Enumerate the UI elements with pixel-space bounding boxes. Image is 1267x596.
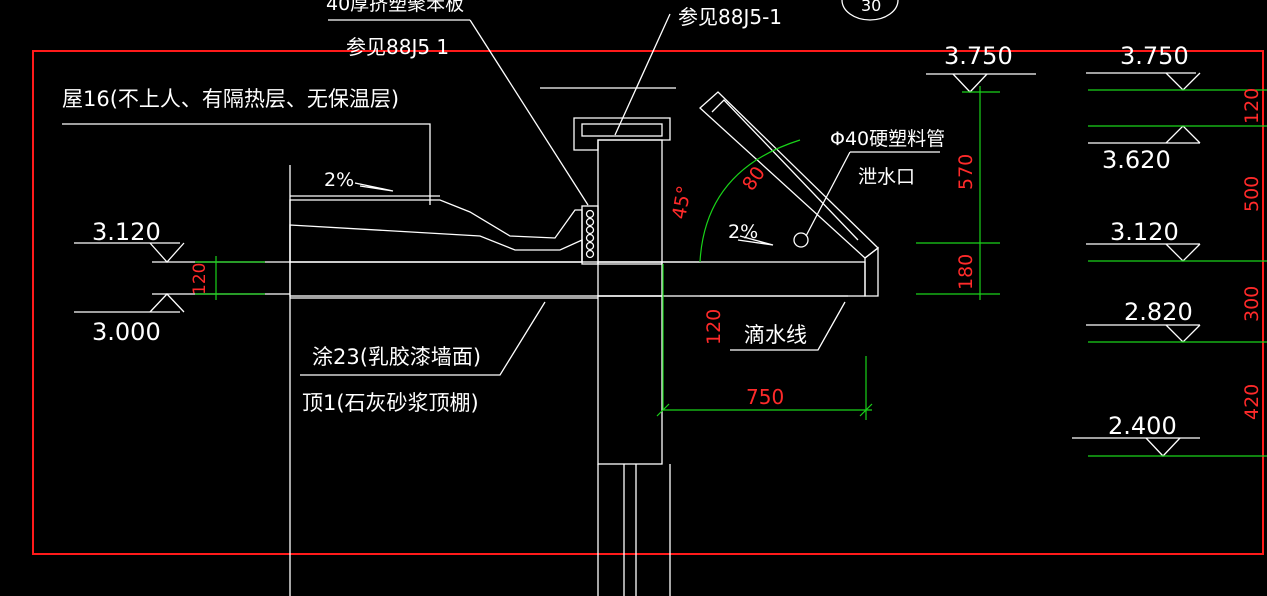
overflow-text: 泄水口 (858, 166, 915, 188)
roof-slab (289, 261, 866, 297)
dim-right-300: 300 (1241, 286, 1263, 322)
elev-right-1: 3.750 (1120, 42, 1189, 70)
elev-right-3: 3.120 (1110, 218, 1179, 246)
dim-right-500: 500 (1241, 176, 1263, 212)
dim-beam-depth: 120 (703, 309, 725, 345)
dim-570: 570 (955, 154, 977, 190)
roof-leader (62, 123, 431, 205)
pipe-circle (793, 232, 809, 248)
top-ref-text: 参见88J5-1 (678, 5, 782, 29)
elev-right-4-marker (1165, 324, 1201, 343)
slope-right-text: 2% (728, 221, 758, 243)
elev-right-5-marker (1145, 437, 1181, 457)
parapet-wall (597, 139, 663, 265)
leader-insul (469, 19, 589, 206)
insul-board (581, 205, 599, 265)
detail-number: 30 (861, 0, 881, 15)
dim-right-420: 420 (1241, 384, 1263, 420)
slope-left-arrow (354, 182, 394, 192)
slope-left-text: 2% (324, 169, 354, 191)
top-partial-text: 40厚挤塑聚苯板 (326, 0, 464, 15)
insul-board-pattern (585, 209, 595, 259)
column (597, 295, 663, 465)
dim-180: 180 (955, 254, 977, 290)
elev-right-4: 2.820 (1124, 298, 1193, 326)
screed-layer (289, 224, 583, 263)
dim-left-slab: 120 (190, 263, 210, 295)
drip-text: 滴水线 (744, 323, 807, 347)
pipe-text: Φ40硬塑料管 (830, 128, 945, 150)
detail-circle (841, 0, 899, 21)
canopy-slope-inner (711, 99, 859, 241)
elev-left-lower-marker (149, 293, 185, 313)
elev-right-3-marker (1165, 243, 1201, 262)
pipe-leader (805, 151, 851, 237)
elev-right-2-marker (1165, 125, 1201, 144)
elev-left-upper: 3.120 (92, 218, 161, 246)
elev-mid-top: 3.750 (944, 42, 1013, 70)
right-elevations: 3.750 3.620 3.120 2.820 2.400 (1072, 42, 1267, 457)
paint-leader (300, 301, 546, 376)
angle-45: 45° (668, 184, 696, 221)
roof-label: 屋16(不上人、有隔热层、无保温层) (62, 87, 399, 111)
paint-text: 涂23(乳胶漆墙面) (312, 345, 481, 369)
elev-right-5: 2.400 (1108, 412, 1177, 440)
elev-right-1-marker (1165, 72, 1201, 91)
slope-right-arrow (737, 235, 774, 246)
beam-core (597, 261, 663, 297)
frame-border (32, 50, 1264, 555)
insulation-layer (289, 199, 583, 263)
elev-left-lower: 3.000 (92, 318, 161, 346)
dim-750: 750 (746, 385, 784, 409)
elev-right-2: 3.620 (1102, 146, 1171, 174)
dim-right-120: 120 (1241, 88, 1263, 124)
elev-mid-marker (952, 73, 988, 93)
angle-arc (699, 139, 801, 263)
dim-750-tick-l (656, 403, 670, 417)
coping-inner (581, 123, 663, 137)
canopy-end (864, 246, 879, 297)
leader-coping (614, 13, 671, 136)
dim-750-tick-r (859, 403, 873, 417)
drip-leader (730, 301, 846, 351)
ceiling-text: 顶1(石灰砂浆顶棚) (302, 391, 479, 415)
ref-88j5-text: 参见88J5 1 (346, 35, 449, 59)
coping-cap (573, 117, 671, 151)
